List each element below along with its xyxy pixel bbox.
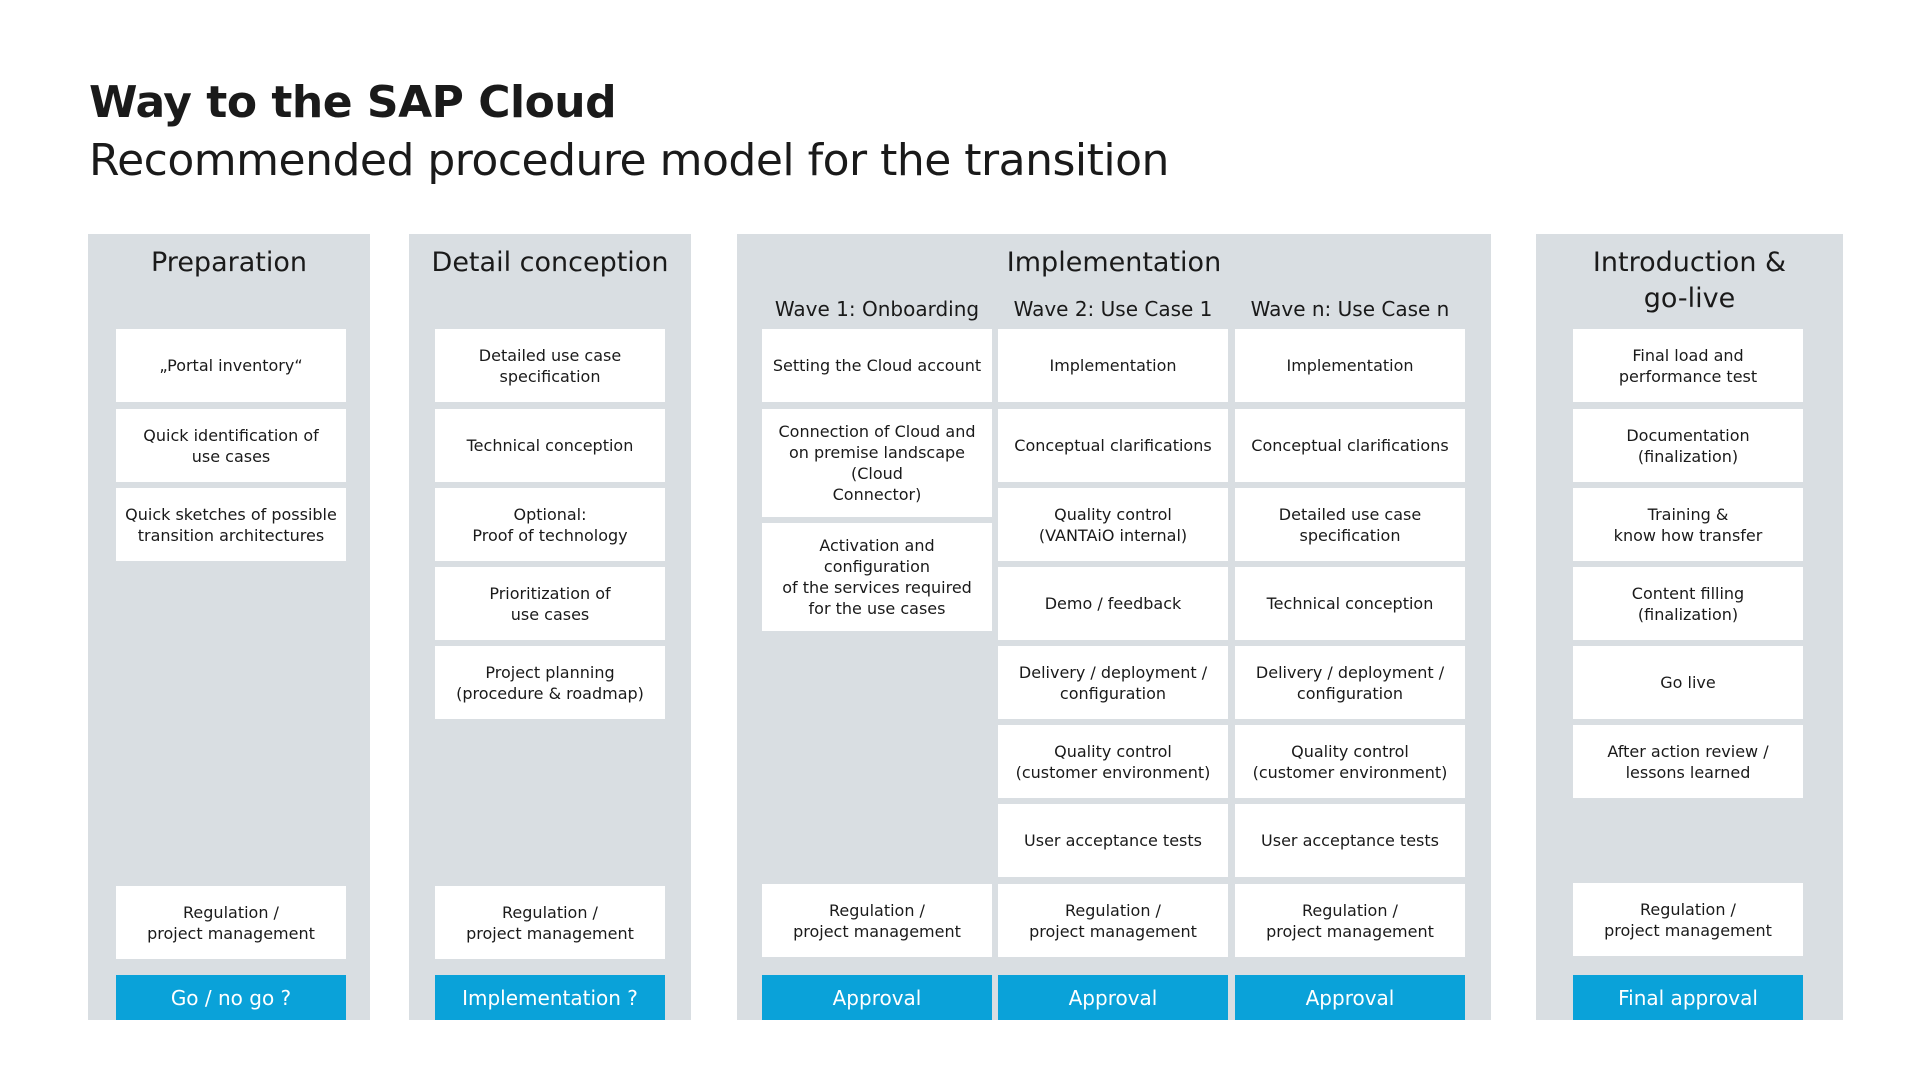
step-box: Quality control (customer environment) [998,725,1228,798]
step-box: Optional: Proof of technology [435,488,665,561]
step-box: Quick identification of use cases [116,409,346,482]
gate-implementation[interactable]: Implementation ? [435,975,665,1020]
regulation-box: Regulation / project management [116,886,346,959]
step-box: User acceptance tests [998,804,1228,877]
phase-title: Detail conception [431,247,669,278]
step-box: Quality control (VANTAiO internal) [998,488,1228,561]
page-subtitle: Recommended procedure model for the tran… [89,135,1169,186]
step-box: Technical conception [435,409,665,482]
step-box: Quick sketches of possible transition ar… [116,488,346,561]
step-box: Setting the Cloud account [762,329,992,402]
step-box: Activation and configuration of the serv… [762,523,992,631]
step-box: Content filling (finalization) [1573,567,1803,640]
phase-detail-conception: Detail conception Detailed use case spec… [409,234,691,1020]
step-box: Delivery / deployment / configuration [998,646,1228,719]
phase-title: Implementation [1006,247,1222,278]
gate-approval-wave-1[interactable]: Approval [762,975,992,1020]
phase-implementation: Implementation Wave 1: Onboarding Settin… [737,234,1491,1020]
step-box: Detailed use case specification [435,329,665,402]
wave-1-title: Wave 1: Onboarding [774,297,980,321]
gate-final-approval[interactable]: Final approval [1573,975,1803,1020]
regulation-box: Regulation / project management [1235,884,1465,957]
gate-go-no-go[interactable]: Go / no go ? [116,975,346,1020]
step-box: Conceptual clarifications [1235,409,1465,482]
wave-n-title: Wave n: Use Case n [1250,297,1450,321]
page-title: Way to the SAP Cloud [89,77,617,128]
step-box: Training & know how transfer [1573,488,1803,561]
phase-title: Preparation [151,247,307,278]
step-box: Quality control (customer environment) [1235,725,1465,798]
step-box: Conceptual clarifications [998,409,1228,482]
regulation-box: Regulation / project management [1573,883,1803,956]
step-box: Detailed use case specification [1235,488,1465,561]
step-box: Go live [1573,646,1803,719]
step-box: Implementation [1235,329,1465,402]
step-box: „Portal inventory“ [116,329,346,402]
regulation-box: Regulation / project management [998,884,1228,957]
step-box: Delivery / deployment / configuration [1235,646,1465,719]
phase-title: Introduction & go-live [1592,247,1787,314]
regulation-box: Regulation / project management [435,886,665,959]
gate-approval-wave-n[interactable]: Approval [1235,975,1465,1020]
step-box: Connection of Cloud and on premise lands… [762,409,992,517]
step-box: Documentation (finalization) [1573,409,1803,482]
step-box: User acceptance tests [1235,804,1465,877]
step-box: Prioritization of use cases [435,567,665,640]
step-box: Demo / feedback [998,567,1228,640]
regulation-box: Regulation / project management [762,884,992,957]
step-box: After action review / lessons learned [1573,725,1803,798]
step-box: Implementation [998,329,1228,402]
phase-introduction-go-live: Introduction & go-live Final load and pe… [1536,234,1843,1020]
step-box: Project planning (procedure & roadmap) [435,646,665,719]
gate-approval-wave-2[interactable]: Approval [998,975,1228,1020]
step-box: Technical conception [1235,567,1465,640]
step-box: Final load and performance test [1573,329,1803,402]
phase-preparation: Preparation „Portal inventory“ Quick ide… [88,234,370,1020]
wave-2-title: Wave 2: Use Case 1 [1013,297,1213,321]
